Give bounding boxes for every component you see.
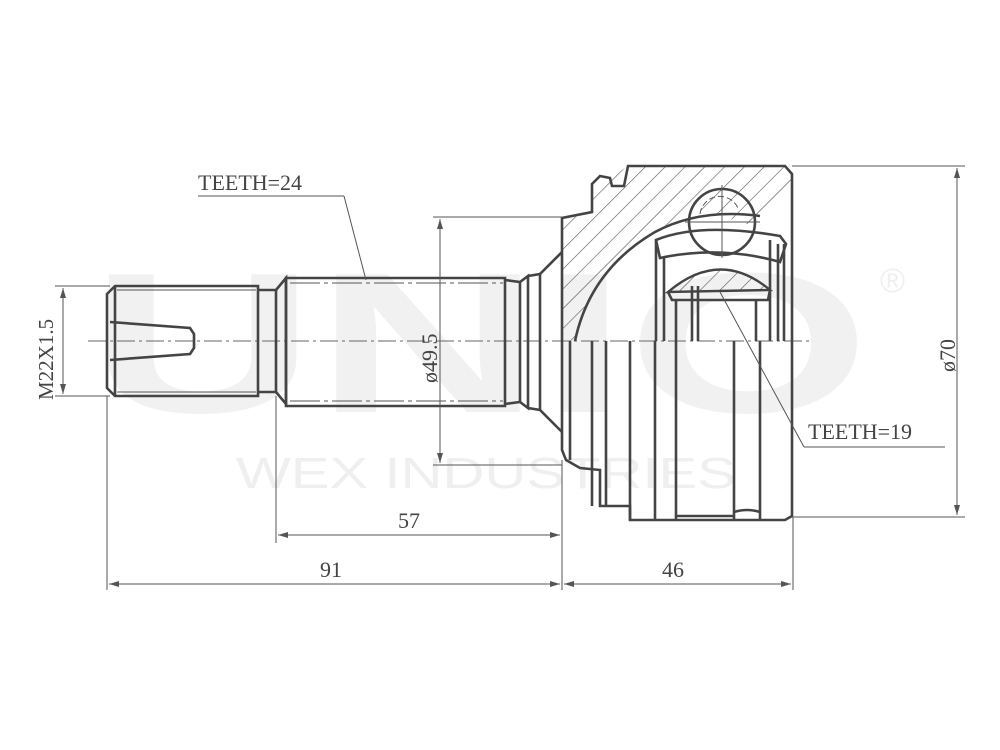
shaft-length-label: 57 [398, 508, 420, 533]
dim-thread: M22X1.5 [34, 285, 110, 400]
registered-mark: ® [880, 262, 905, 300]
inner-race-and-ball [654, 185, 788, 341]
splined-shaft [284, 251, 563, 433]
spline-diameter-label: ø49.5 [417, 334, 442, 384]
teeth-19-label: TEETH=19 [808, 419, 912, 444]
watermark-subtitle: WEX INDUSTRIES [236, 449, 736, 498]
dim-outer-diameter: ø70 [792, 165, 965, 518]
outer-housing [560, 164, 794, 522]
watermark-brand: UNIO [90, 232, 870, 455]
outer-diameter-label: ø70 [935, 339, 960, 372]
total-shaft-length-label: 91 [320, 557, 342, 582]
dim-spline-diameter: ø49.5 [417, 216, 562, 466]
teeth-24-label: TEETH=24 [198, 170, 302, 195]
dim-total-lengths: 91 46 [106, 396, 794, 590]
thread-label: M22X1.5 [34, 319, 58, 400]
watermark: UNIO ® WEX INDUSTRIES [90, 232, 905, 498]
dim-shaft-length: 57 [275, 396, 563, 590]
leader-teeth-19: TEETH=19 [719, 291, 945, 448]
housing-length-label: 46 [662, 557, 684, 582]
threaded-end [105, 274, 288, 408]
leader-teeth-24: TEETH=24 [198, 170, 367, 281]
